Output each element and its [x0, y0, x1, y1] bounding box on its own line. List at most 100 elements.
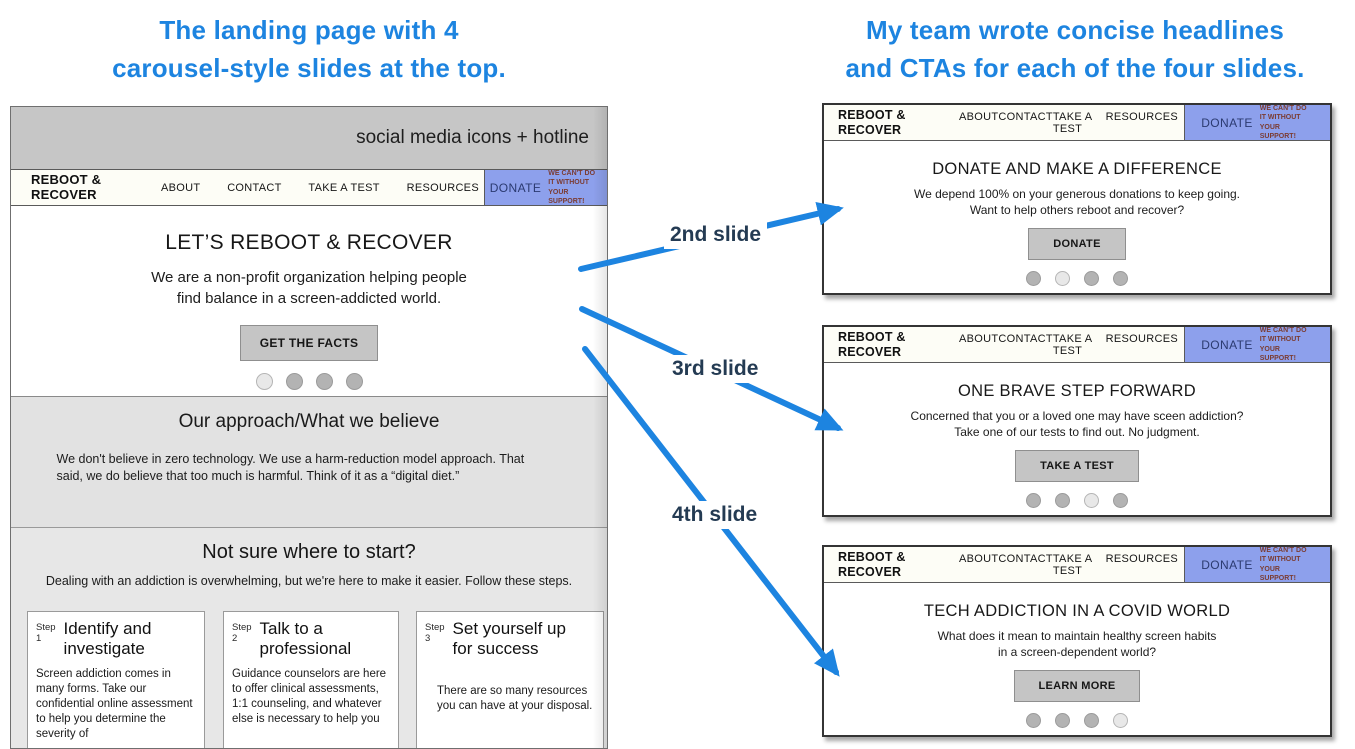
brand-logo[interactable]: REBOOT & RECOVER: [31, 171, 102, 202]
carousel-dot-1[interactable]: [1026, 713, 1041, 729]
arrow-label-2nd-slide: 2nd slide: [664, 221, 768, 249]
donate-support-text: WE CAN'T DO IT WITHOUT YOUR SUPPORT!: [548, 170, 596, 205]
step-card-1: Step 1 Identify and investigate Screen a…: [27, 611, 205, 748]
right-caption-line1: My team wrote concise headlines: [865, 15, 1284, 45]
step1-tag: Step 1: [36, 622, 56, 645]
slide1-headline: LET’S REBOOT & RECOVER: [165, 231, 453, 254]
nav-link-take-a-test[interactable]: TAKE A TEST: [1052, 110, 1092, 135]
carousel-dot-2[interactable]: [1055, 713, 1070, 729]
nav-link-about[interactable]: ABOUT: [959, 552, 999, 565]
donate-nav-label: DONATE: [489, 180, 542, 195]
start-subtitle: Dealing with an addiction is overwhelmin…: [45, 574, 573, 588]
slide-3-mockup: REBOOT & RECOVER ABOUT CONTACT TAKE A TE…: [822, 325, 1332, 517]
approach-section: Our approach/What we believe We don't be…: [11, 396, 607, 527]
carousel-dot-3[interactable]: [1084, 271, 1099, 287]
nav-links: ABOUT CONTACT TAKE A TEST RESOURCES: [959, 553, 1178, 577]
carousel-dot-3[interactable]: [1084, 493, 1099, 509]
slide-4-mockup: REBOOT & RECOVER ABOUT CONTACT TAKE A TE…: [822, 545, 1332, 737]
nav-link-contact[interactable]: CONTACT: [227, 181, 282, 194]
nav-link-take-a-test[interactable]: TAKE A TEST: [308, 181, 380, 194]
slide2-headline: DONATE AND MAKE A DIFFERENCE: [932, 160, 1222, 178]
carousel-dots: [1026, 493, 1128, 509]
slide4-body: What does it mean to maintain healthy sc…: [937, 629, 1217, 659]
arrow-label-4th-slide: 4th slide: [666, 501, 764, 529]
carousel-dot-4[interactable]: [1113, 493, 1128, 509]
nav-link-resources[interactable]: RESOURCES: [1105, 110, 1178, 123]
nav-links: ABOUT CONTACT TAKE A TEST RESOURCES: [161, 182, 479, 194]
learn-more-cta-button[interactable]: LEARN MORE: [1013, 670, 1141, 703]
main-navbar: REBOOT & RECOVER ABOUT CONTACT TAKE A TE…: [11, 169, 607, 206]
brand-logo[interactable]: REBOOT & RECOVER: [838, 108, 906, 137]
approach-title: Our approach/What we believe: [178, 411, 440, 432]
nav-link-resources[interactable]: RESOURCES: [1105, 552, 1178, 565]
step1-title: Identify and investigate: [63, 619, 152, 659]
arrow-label-3rd-slide: 3rd slide: [666, 355, 765, 383]
step-card-3: Step 3 Set yourself up for success There…: [416, 611, 604, 748]
donate-nav-button[interactable]: DONATE WE CAN'T DO IT WITHOUT YOUR SUPPO…: [1184, 547, 1330, 582]
step3-tag: Step 3: [425, 622, 445, 645]
left-caption-line1: The landing page with 4: [159, 15, 459, 45]
right-caption-line2: and CTAs for each of the four slides.: [845, 52, 1305, 83]
slide3-body: Concerned that you or a loved one may ha…: [910, 409, 1244, 439]
carousel-dots: [1026, 713, 1128, 729]
carousel-dot-2[interactable]: [1055, 493, 1070, 509]
nav-link-about[interactable]: ABOUT: [959, 110, 999, 123]
slide3-content: ONE BRAVE STEP FORWARD Concerned that yo…: [824, 363, 1330, 509]
left-caption-line2: carousel-style slides at the top.: [112, 52, 506, 83]
nav-link-contact[interactable]: CONTACT: [998, 552, 1053, 565]
approach-body: We don't believe in zero technology. We …: [56, 452, 525, 483]
carousel-dots: [255, 373, 363, 390]
carousel-dot-1[interactable]: [1026, 271, 1041, 287]
donate-cta-button[interactable]: DONATE: [1028, 228, 1126, 261]
donate-nav-button[interactable]: DONATE WE CAN'T DO IT WITHOUT YOUR SUPPO…: [484, 170, 607, 205]
step2-title: Talk to a professional: [259, 619, 352, 659]
nav-link-resources[interactable]: RESOURCES: [1105, 332, 1178, 345]
step3-title: Set yourself up for success: [452, 619, 566, 659]
nav-links: ABOUT CONTACT TAKE A TEST RESOURCES: [959, 333, 1178, 357]
step2-body: Guidance counselors are here to offer cl…: [232, 667, 387, 726]
carousel-dot-2[interactable]: [1055, 271, 1070, 287]
carousel-dot-1[interactable]: [255, 373, 273, 390]
donate-nav-button[interactable]: DONATE WE CAN'T DO IT WITHOUT YOUR SUPPO…: [1184, 105, 1330, 140]
donate-nav-button[interactable]: DONATE WE CAN'T DO IT WITHOUT YOUR SUPPO…: [1184, 327, 1330, 362]
nav-link-take-a-test[interactable]: TAKE A TEST: [1052, 552, 1092, 577]
slide-2-mockup: REBOOT & RECOVER ABOUT CONTACT TAKE A TE…: [822, 103, 1332, 295]
carousel-slide-1: LET’S REBOOT & RECOVER We are a non-prof…: [11, 206, 607, 396]
nav-link-contact[interactable]: CONTACT: [998, 332, 1053, 345]
nav-link-take-a-test[interactable]: TAKE A TEST: [1052, 332, 1092, 357]
take-a-test-cta-button[interactable]: TAKE A TEST: [1015, 450, 1139, 483]
slide4-content: TECH ADDICTION IN A COVID WORLD What doe…: [824, 583, 1330, 729]
brand-logo[interactable]: REBOOT & RECOVER: [838, 330, 906, 359]
carousel-dot-4[interactable]: [345, 373, 363, 390]
slide4-headline: TECH ADDICTION IN A COVID WORLD: [923, 602, 1231, 620]
start-title: Not sure where to start?: [202, 541, 416, 563]
nav-link-about[interactable]: ABOUT: [959, 332, 999, 345]
nav-link-resources[interactable]: RESOURCES: [406, 181, 479, 194]
carousel-dot-2[interactable]: [285, 373, 303, 390]
nav-link-contact[interactable]: CONTACT: [998, 110, 1053, 123]
carousel-dot-4[interactable]: [1113, 713, 1128, 729]
where-to-start-section: Not sure where to start? Dealing with an…: [11, 527, 607, 748]
carousel-dot-3[interactable]: [1084, 713, 1099, 729]
nav-link-about[interactable]: ABOUT: [161, 181, 201, 194]
slide3-headline: ONE BRAVE STEP FORWARD: [958, 382, 1196, 400]
carousel-dot-4[interactable]: [1113, 271, 1128, 287]
slide4-navbar: REBOOT & RECOVER ABOUT CONTACT TAKE A TE…: [824, 547, 1330, 583]
brand-logo[interactable]: REBOOT & RECOVER: [838, 550, 906, 579]
slide2-navbar: REBOOT & RECOVER ABOUT CONTACT TAKE A TE…: [824, 105, 1330, 141]
nav-links: ABOUT CONTACT TAKE A TEST RESOURCES: [959, 111, 1178, 135]
carousel-dot-1[interactable]: [1026, 493, 1041, 509]
social-topbar-label: social media icons + hotline: [356, 127, 589, 148]
get-the-facts-button[interactable]: GET THE FACTS: [239, 325, 379, 361]
landing-page-mockup: social media icons + hotline REBOOT & RE…: [10, 106, 608, 749]
step1-body: Screen addiction comes in many forms. Ta…: [36, 667, 193, 741]
slide3-navbar: REBOOT & RECOVER ABOUT CONTACT TAKE A TE…: [824, 327, 1330, 363]
step-card-2: Step 2 Talk to a professional Guidance c…: [223, 611, 399, 748]
social-topbar: social media icons + hotline: [11, 107, 607, 169]
step2-tag: Step 2: [232, 622, 252, 645]
slide2-body: We depend 100% on your generous donation…: [913, 187, 1241, 217]
left-caption: The landing page with 4 carousel-style s…: [0, 12, 618, 87]
carousel-dot-3[interactable]: [315, 373, 333, 390]
carousel-dots: [1026, 271, 1128, 287]
